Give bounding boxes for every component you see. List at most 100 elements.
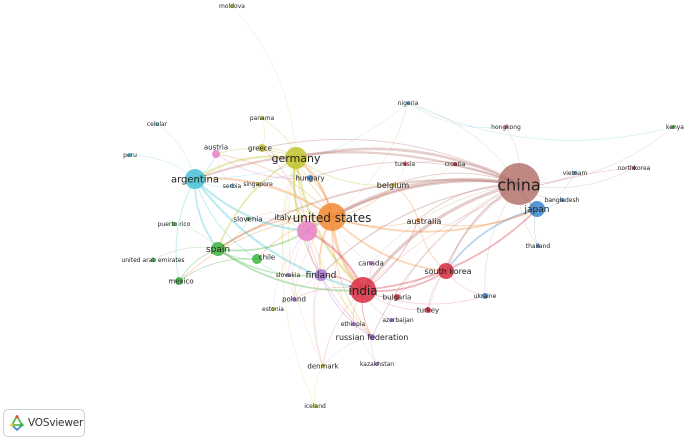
node-ukraine[interactable] (482, 293, 488, 299)
node-united-states[interactable] (318, 203, 346, 231)
node-label-russian-federation[interactable]: russian federation (336, 333, 409, 342)
node-label-bulgaria[interactable]: bulgaria (383, 293, 412, 301)
node-china[interactable] (498, 163, 540, 205)
node-azerbaijan[interactable] (390, 318, 394, 322)
node-label-finland[interactable]: finland (306, 271, 337, 281)
node-austria[interactable] (212, 150, 220, 158)
node-finland[interactable] (315, 269, 327, 281)
node-label-japan[interactable]: japan (524, 205, 550, 215)
node-label-kazakhstan[interactable]: kazakhstan (360, 361, 394, 368)
node-label-iceland[interactable]: iceland (304, 403, 326, 410)
node-label-spain[interactable]: spain (206, 245, 230, 255)
node-label-canada[interactable]: canada (358, 259, 384, 267)
node-japan[interactable] (529, 201, 545, 217)
node-bangladesh[interactable] (560, 198, 564, 202)
node-label-moldova[interactable]: moldova (219, 3, 245, 10)
node-label-denmark[interactable]: denmark (307, 362, 339, 370)
node-russian-federation[interactable] (369, 334, 375, 340)
node-india[interactable] (350, 277, 376, 303)
node-label-panama[interactable]: panama (250, 115, 275, 122)
node-argentina[interactable] (185, 169, 205, 189)
node-label-tunisia[interactable]: tunisia (395, 161, 415, 168)
node-mexico[interactable] (175, 277, 183, 285)
node-hongkong[interactable] (504, 125, 508, 129)
node-kazakhstan[interactable] (375, 362, 379, 366)
node-south-korea[interactable] (438, 263, 454, 279)
node-label-china[interactable]: china (497, 176, 540, 195)
node-label-kenya[interactable]: kenya (666, 124, 684, 131)
node-label-azerbaijan[interactable]: azerbaijan (382, 317, 413, 324)
node-label-thailand[interactable]: thailand (526, 243, 551, 250)
node-label-austria[interactable]: austria (204, 143, 228, 151)
node-tunisia[interactable] (403, 162, 407, 166)
node-celular[interactable] (155, 122, 159, 126)
node-iceland[interactable] (313, 404, 317, 408)
node-label-croatia[interactable]: croatia (445, 161, 466, 168)
node-label-celular[interactable]: celular (147, 121, 168, 128)
node-thailand[interactable] (536, 244, 540, 248)
node-singapore[interactable] (256, 182, 260, 186)
node-slovakia[interactable] (286, 273, 290, 277)
node-puerto-rico[interactable] (172, 222, 176, 226)
node-belgium[interactable] (391, 183, 395, 187)
node-turkey[interactable] (425, 307, 431, 313)
node-label-greece[interactable]: greece (248, 144, 272, 152)
node-slovenia[interactable] (246, 217, 250, 221)
node-italy[interactable] (297, 221, 317, 241)
node-united-arab-emirates[interactable] (151, 258, 155, 262)
node-poland[interactable] (292, 297, 296, 301)
node-canada[interactable] (369, 261, 373, 265)
node-label-ethiopia[interactable]: ethiopia (341, 321, 366, 328)
node-label-turkey[interactable]: turkey (417, 306, 439, 314)
node-northkorea[interactable] (632, 166, 636, 170)
node-label-hongkong[interactable]: hongkong (491, 124, 521, 131)
node-australia[interactable] (416, 218, 420, 222)
node-label-south-korea[interactable]: south korea (424, 267, 471, 276)
node-chile[interactable] (252, 254, 262, 264)
edge-chile-mexico (178, 258, 258, 282)
node-kenya[interactable] (671, 125, 675, 129)
node-peru[interactable] (128, 153, 132, 157)
node-label-slovenia[interactable]: slovenia (234, 215, 263, 223)
node-croatia[interactable] (453, 162, 457, 166)
node-label-united-states[interactable]: united states (293, 211, 372, 225)
node-hungary[interactable] (307, 175, 313, 181)
edge-argentina-chile (194, 178, 258, 260)
node-label-bangladesh[interactable]: bangladesh (545, 197, 580, 204)
node-vietnam[interactable] (573, 171, 577, 175)
node-bulgaria[interactable] (394, 294, 400, 300)
node-label-ukraine[interactable]: ukraine (474, 293, 497, 300)
node-label-mexico[interactable]: mexico (168, 277, 193, 285)
node-label-italy[interactable]: italy (274, 213, 291, 222)
node-label-poland[interactable]: poland (282, 295, 306, 303)
node-label-nigeria[interactable]: nigeria (398, 100, 419, 107)
node-moldova[interactable] (230, 4, 234, 8)
node-label-slovakia[interactable]: slovakia (276, 272, 301, 279)
node-label-argentina[interactable]: argentina (171, 175, 219, 186)
node-spain[interactable] (211, 242, 225, 256)
node-greece[interactable] (258, 144, 266, 152)
node-label-india[interactable]: india (348, 284, 377, 298)
node-denmark[interactable] (321, 364, 325, 368)
node-label-puerto-rico[interactable]: puerto rico (158, 221, 191, 228)
node-label-vietnam[interactable]: vietnam (563, 170, 588, 177)
node-panama[interactable] (260, 116, 264, 120)
node-label-singapore[interactable]: singapore (243, 181, 273, 188)
node-label-estonia[interactable]: estonia (262, 306, 284, 313)
node-germany[interactable] (285, 147, 307, 169)
node-label-northkorea[interactable]: northkorea (618, 165, 651, 172)
node-serbia[interactable] (230, 184, 234, 188)
node-label-serbia[interactable]: serbia (223, 183, 242, 190)
node-nigeria[interactable] (406, 101, 410, 105)
node-estonia[interactable] (271, 307, 275, 311)
node-label-peru[interactable]: peru (123, 152, 137, 159)
node-ethiopia[interactable] (351, 322, 355, 326)
node-label-germany[interactable]: germany (271, 152, 321, 165)
node-label-belgium[interactable]: belgium (377, 181, 410, 190)
node-label-united-arab-emirates[interactable]: united arab emirates (121, 257, 184, 264)
node-label-hungary[interactable]: hungary (295, 174, 324, 182)
node-label-chile[interactable]: chile (259, 253, 275, 261)
node-label-australia[interactable]: australia (407, 217, 442, 226)
